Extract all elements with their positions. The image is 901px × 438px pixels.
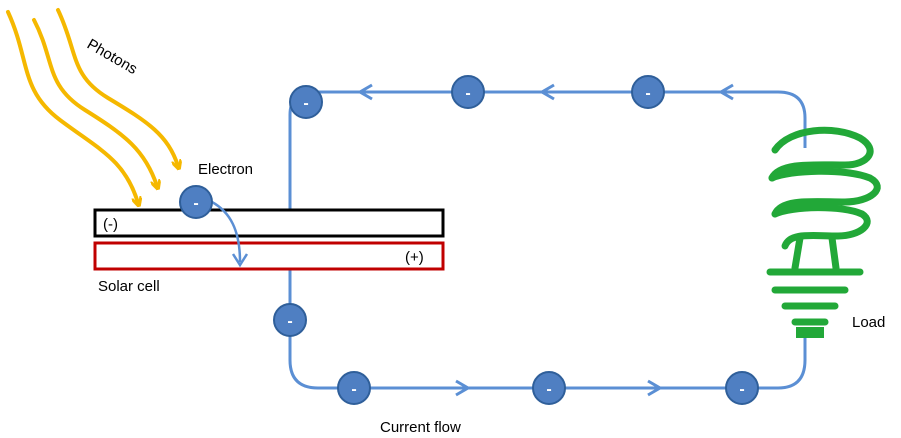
- electron-icon: -: [451, 75, 485, 109]
- electron-sign: -: [351, 381, 356, 398]
- electron-sign: -: [287, 313, 292, 330]
- electron-label: Electron: [198, 161, 253, 178]
- electron-sign: -: [645, 85, 650, 102]
- flow-arrow-left-icon: [539, 83, 555, 101]
- electron-icon: -: [532, 371, 566, 405]
- photon-ray-icon: [32, 18, 157, 186]
- photons-label: Photons: [84, 36, 140, 78]
- flow-arrow-right-icon: [455, 379, 471, 397]
- flow-arrow-left-icon: [357, 83, 373, 101]
- electron-icon: -: [289, 85, 323, 119]
- electron-icon: -: [337, 371, 371, 405]
- electron-icon: -: [179, 185, 213, 219]
- positive-layer: [93, 241, 445, 271]
- bottom-flow-arrows: [455, 379, 663, 397]
- photon-ray-icon: [56, 8, 178, 166]
- electron-sign: -: [739, 381, 744, 398]
- electron-sign: -: [193, 195, 198, 212]
- electrons: - - - - - - - -: [179, 75, 759, 405]
- current-flow-label: Current flow: [380, 419, 461, 436]
- electron-sign: -: [303, 95, 308, 112]
- electron-icon: -: [273, 303, 307, 337]
- photon-rays: [6, 8, 178, 203]
- load-label: Load: [852, 314, 885, 331]
- electron-icon: -: [725, 371, 759, 405]
- negative-layer: [93, 208, 445, 238]
- flow-arrow-left-icon: [718, 83, 734, 101]
- cfl-bulb-icon: [766, 126, 881, 326]
- solar-cell-label: Solar cell: [98, 278, 160, 295]
- electron-path-arrowhead-icon: [231, 253, 249, 268]
- electron-path-arrow: [211, 200, 242, 263]
- flow-arrow-right-icon: [647, 379, 663, 397]
- circuit-wire: [288, 90, 807, 390]
- photon-ray-icon: [6, 10, 138, 203]
- electron-sign: -: [546, 381, 551, 398]
- positive-terminal-label: (+): [405, 249, 424, 266]
- electron-icon: -: [631, 75, 665, 109]
- electron-sign: -: [465, 85, 470, 102]
- negative-terminal-label: (-): [103, 216, 118, 233]
- bulb-base: [796, 327, 824, 338]
- top-flow-arrows: [357, 83, 734, 101]
